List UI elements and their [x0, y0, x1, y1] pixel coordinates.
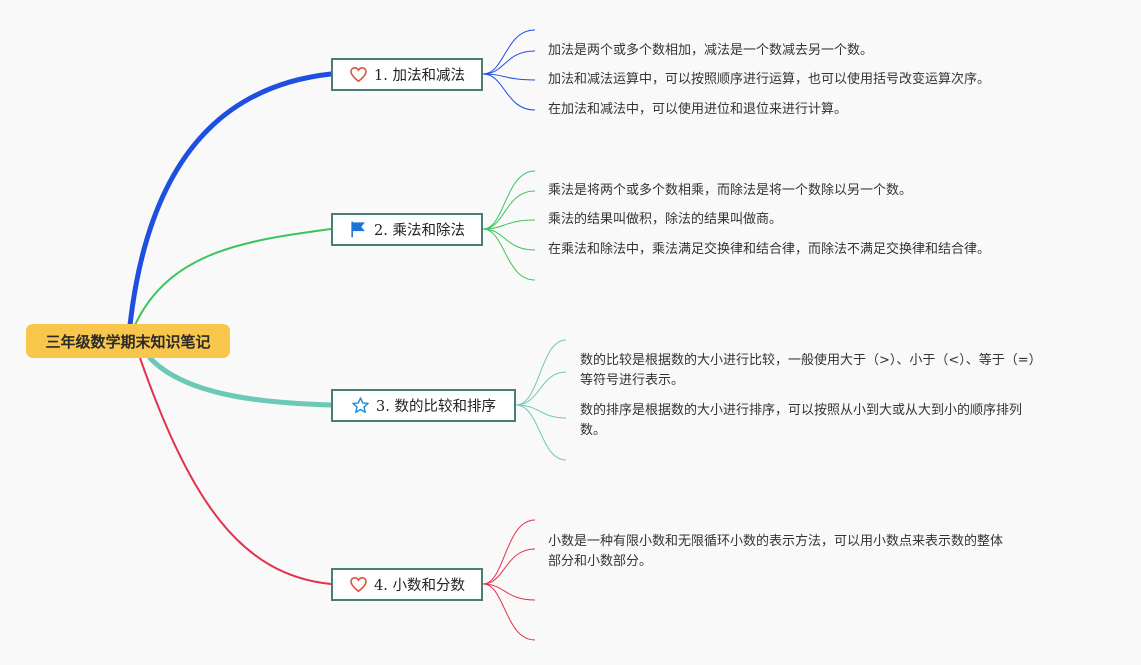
note-1-2[interactable]: 加法和减法运算中，可以按照顺序进行运算，也可以使用括号改变运算次序。	[548, 72, 991, 87]
topic-label: 4. 小数和分数	[374, 578, 465, 594]
branch-line-4	[139, 357, 332, 585]
note-3-2-line-1: 数的排序是根据数的大小进行排序，可以按照从小到大或从大到小的顺序排列	[580, 403, 1023, 418]
note-4-1-line-1: 小数是一种有限小数和无限循环小数的表示方法，可以用小数点来表示数的整体	[548, 534, 1004, 549]
note-3-1-line-2: 等符号进行表示。	[580, 373, 685, 388]
fan-lines-3	[515, 339, 567, 461]
topic-decimals-fractions[interactable]: 4. 小数和分数	[331, 568, 483, 601]
note-4-1-line-2: 部分和小数部分。	[548, 554, 653, 569]
note-3-1[interactable]: 数的比较是根据数的大小进行比较，一般使用大于（>）、小于（<）、等于（=） 等符…	[580, 351, 1042, 391]
root-topic[interactable]: 三年级数学期末知识笔记	[26, 324, 230, 358]
topic-label: 1. 加法和减法	[374, 68, 465, 84]
topic-label: 2. 乘法和除法	[374, 223, 465, 239]
heart-icon	[349, 575, 368, 594]
branch-line-3	[147, 355, 334, 408]
note-1-3[interactable]: 在加法和减法中，可以使用进位和退位来进行计算。	[548, 102, 848, 117]
topic-addition-subtraction[interactable]: 1. 加法和减法	[331, 58, 483, 91]
topic-compare-sort[interactable]: 3. 数的比较和排序	[331, 389, 516, 422]
topic-label: 3. 数的比较和排序	[376, 399, 496, 415]
fan-lines-2	[482, 170, 536, 281]
note-2-3[interactable]: 在乘法和除法中，乘法满足交换律和结合律，而除法不满足交换律和结合律。	[548, 242, 991, 257]
note-2-1[interactable]: 乘法是将两个或多个数相乘，而除法是将一个数除以另一个数。	[548, 183, 913, 198]
note-2-2[interactable]: 乘法的结果叫做积，除法的结果叫做商。	[548, 212, 783, 227]
branch-line-2	[134, 228, 332, 326]
note-3-1-line-1: 数的比较是根据数的大小进行比较，一般使用大于（>）、小于（<）、等于（=）	[580, 353, 1042, 368]
note-1-1[interactable]: 加法是两个或多个数相加，减法是一个数减去另一个数。	[548, 43, 874, 58]
root-title: 三年级数学期末知识笔记	[45, 332, 211, 351]
note-3-2[interactable]: 数的排序是根据数的大小进行排序，可以按照从小到大或从大到小的顺序排列 数。	[580, 401, 1022, 441]
fan-lines-4	[482, 519, 536, 641]
heart-icon	[349, 65, 368, 84]
star-icon	[351, 396, 370, 415]
flag-icon	[349, 220, 368, 239]
fan-lines-1	[482, 29, 536, 111]
branch-line-1	[127, 71, 334, 328]
topic-multiplication-division[interactable]: 2. 乘法和除法	[331, 213, 483, 246]
note-4-1[interactable]: 小数是一种有限小数和无限循环小数的表示方法，可以用小数点来表示数的整体 部分和小…	[548, 532, 1003, 572]
note-3-2-line-2: 数。	[580, 423, 607, 438]
